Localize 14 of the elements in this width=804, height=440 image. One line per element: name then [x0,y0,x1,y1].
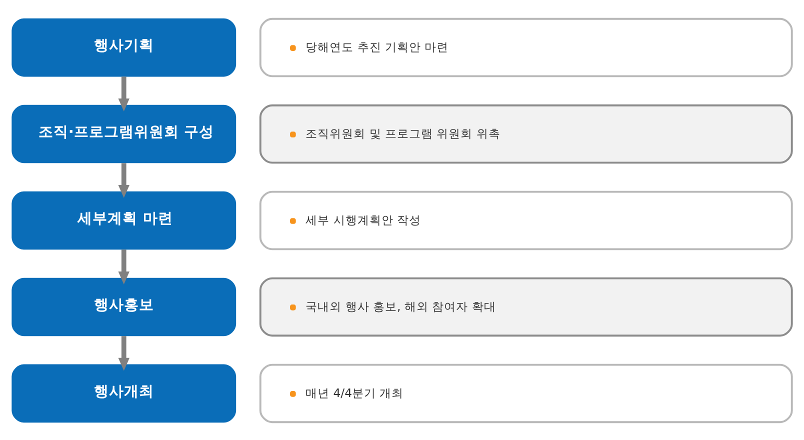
node-box: 당해연도 추진 기획안 마련 [259,17,793,77]
node-box: 세부계획 마련 [12,190,236,250]
node-box: 행사홍보 [12,277,236,336]
node-box: 국내외 행사 홍보, 해외 참여자 확대 [259,276,793,336]
arrow [118,76,130,111]
arrow [118,336,130,370]
node-box: 행사기획 [12,18,236,76]
node-box: 조직위원회 및 프로그램 위원회 위촉 [259,104,793,164]
node-box: 행사개최 [12,364,236,422]
node-box: 조직·프로그램위원회 구성 [12,104,236,163]
node-box: 매년 4/4분기 개최 [259,363,793,423]
arrow [118,249,130,284]
node-box: 세부 시행계획안 작성 [259,190,793,250]
arrow [118,162,130,198]
